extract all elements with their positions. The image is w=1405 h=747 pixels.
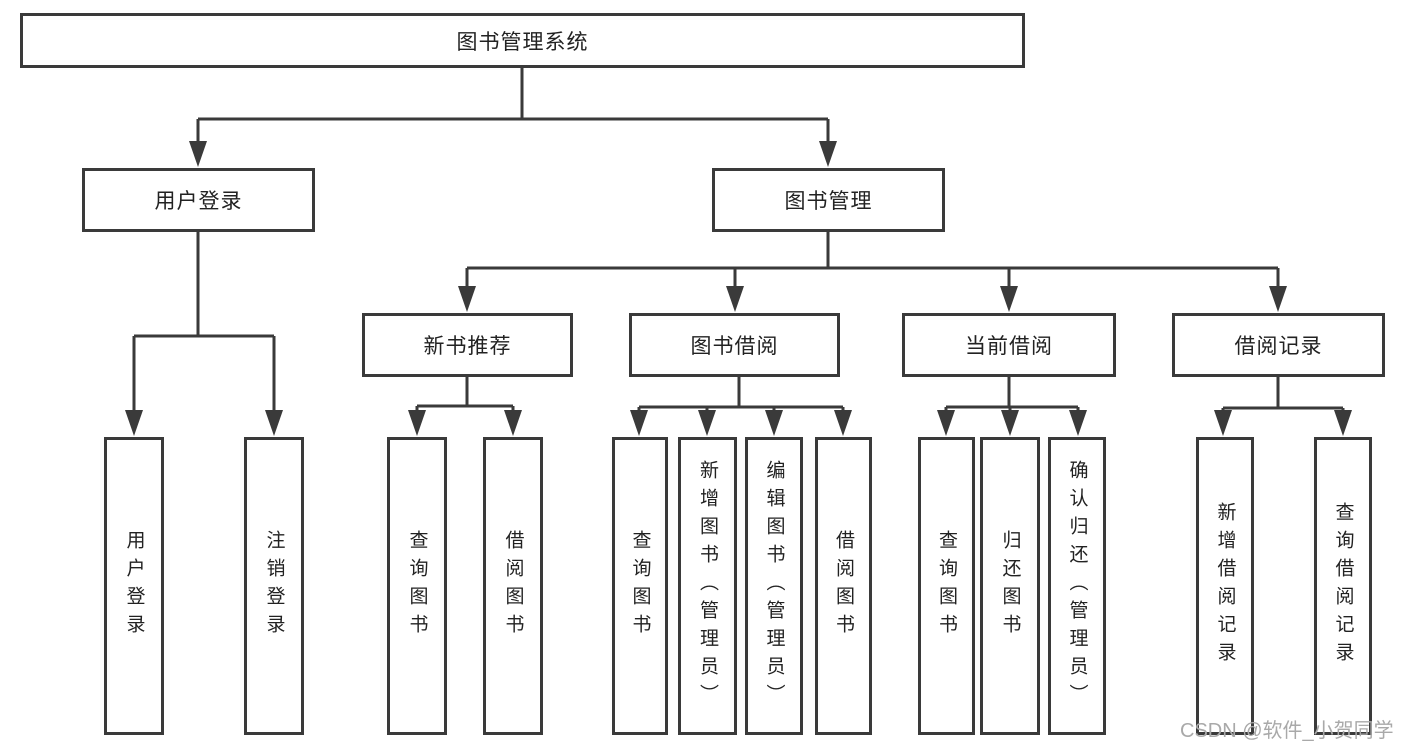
arrowhead-down-icon (1000, 286, 1018, 312)
node-root-label: 图书管理系统 (456, 30, 589, 54)
leaf-recommend-borrow-books-label: 借阅图书 (502, 530, 524, 642)
node-user-login: 用户登录 (82, 168, 315, 232)
arrowhead-down-icon (1214, 410, 1232, 436)
arrowhead-down-icon (189, 141, 207, 167)
leaf-recommend-query-books: 查询图书 (387, 437, 447, 735)
arrowhead-down-icon (265, 410, 283, 436)
node-book-borrow: 图书借阅 (629, 313, 840, 377)
leaf-borrow-add-books-admin-label: 新增图书（管理员） (697, 460, 718, 712)
leaf-current-confirm-return-admin: 确认归还（管理员） (1048, 437, 1106, 735)
leaf-borrow-add-books-admin: 新增图书（管理员） (678, 437, 737, 735)
leaf-records-query-record: 查询借阅记录 (1314, 437, 1372, 735)
arrowhead-down-icon (1069, 410, 1087, 436)
leaf-borrow-query-books: 查询图书 (612, 437, 668, 735)
leaf-user-login: 用户登录 (104, 437, 164, 735)
leaf-borrow-edit-books-admin: 编辑图书（管理员） (745, 437, 803, 735)
arrowhead-down-icon (834, 410, 852, 436)
leaf-borrow-borrow-books: 借阅图书 (815, 437, 872, 735)
leaf-current-return-books-label: 归还图书 (999, 530, 1021, 642)
node-borrow-records: 借阅记录 (1172, 313, 1385, 377)
leaf-borrow-borrow-books-label: 借阅图书 (833, 530, 854, 642)
node-root: 图书管理系统 (20, 13, 1025, 68)
node-current-borrow-label: 当前借阅 (965, 335, 1053, 358)
arrowhead-down-icon (765, 410, 783, 436)
leaf-current-return-books: 归还图书 (980, 437, 1040, 735)
arrowhead-down-icon (1001, 410, 1019, 436)
leaf-records-query-record-label: 查询借阅记录 (1332, 502, 1354, 670)
arrowhead-down-icon (408, 410, 426, 436)
leaf-records-add-record: 新增借阅记录 (1196, 437, 1254, 735)
node-new-book-recommend: 新书推荐 (362, 313, 573, 377)
leaf-recommend-query-books-label: 查询图书 (406, 530, 428, 642)
node-user-login-label: 用户登录 (154, 190, 243, 213)
arrowhead-down-icon (1269, 286, 1287, 312)
arrowhead-down-icon (125, 410, 143, 436)
node-book-borrow-label: 图书借阅 (690, 335, 779, 358)
arrowhead-down-icon (630, 410, 648, 436)
leaf-logout: 注销登录 (244, 437, 304, 735)
leaf-current-query-books: 查询图书 (918, 437, 975, 735)
leaf-recommend-borrow-books: 借阅图书 (483, 437, 543, 735)
leaf-borrow-edit-books-admin-label: 编辑图书（管理员） (763, 460, 785, 712)
arrowhead-down-icon (458, 286, 476, 312)
arrowhead-down-icon (819, 141, 837, 167)
node-book-management-label: 图书管理 (784, 190, 873, 213)
node-current-borrow: 当前借阅 (902, 313, 1116, 377)
leaf-current-query-books-label: 查询图书 (936, 530, 957, 642)
arrowhead-down-icon (937, 410, 955, 436)
arrowhead-down-icon (726, 286, 744, 312)
node-borrow-records-label: 借阅记录 (1234, 335, 1323, 358)
arrowhead-down-icon (698, 410, 716, 436)
leaf-borrow-query-books-label: 查询图书 (629, 530, 651, 642)
leaf-user-login-label: 用户登录 (123, 530, 145, 642)
leaf-logout-label: 注销登录 (263, 530, 285, 642)
leaf-records-add-record-label: 新增借阅记录 (1214, 502, 1236, 670)
node-new-book-recommend-label: 新书推荐 (423, 335, 512, 358)
arrowhead-down-icon (504, 410, 522, 436)
csdn-watermark: CSDN @软件_小贺同学 (1180, 720, 1394, 742)
arrowhead-down-icon (1334, 410, 1352, 436)
node-book-management: 图书管理 (712, 168, 945, 232)
leaf-current-confirm-return-admin-label: 确认归还（管理员） (1066, 460, 1088, 712)
